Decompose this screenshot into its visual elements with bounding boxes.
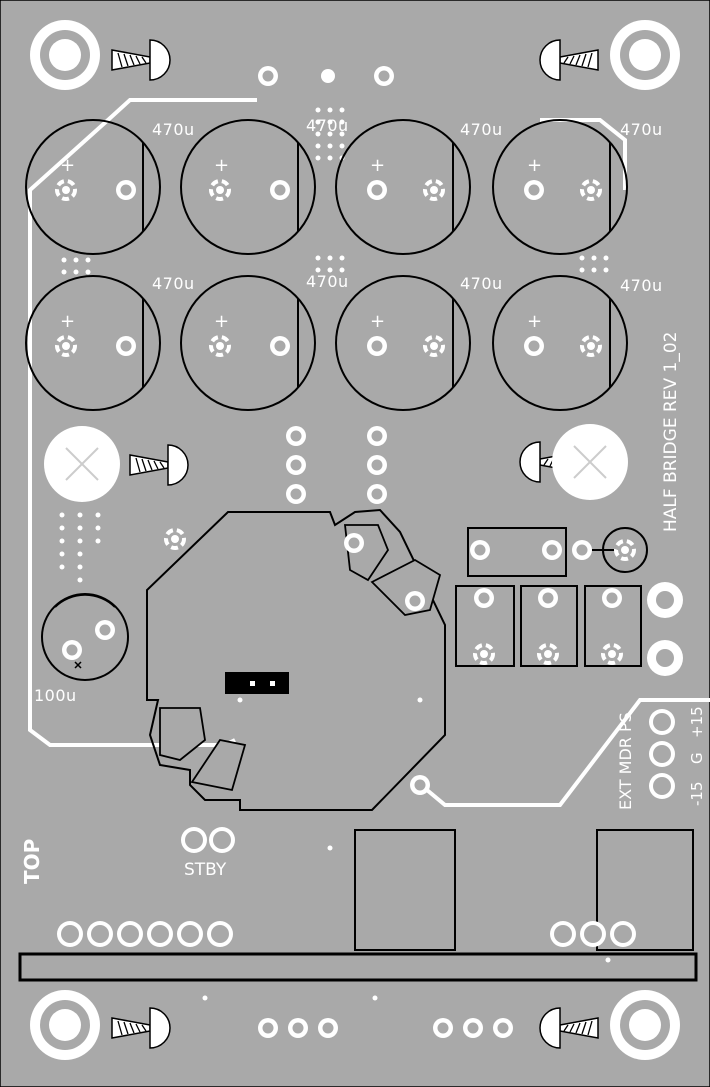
resistor-outline bbox=[455, 585, 515, 667]
capacitor-value-label: 470u bbox=[620, 276, 663, 295]
pad bbox=[410, 775, 430, 795]
pin-header-right bbox=[550, 921, 636, 947]
pad bbox=[286, 484, 306, 504]
pad bbox=[542, 540, 562, 560]
pad bbox=[602, 588, 622, 608]
capacitor-value-label: 470u bbox=[460, 274, 503, 293]
mount-hole-top-left bbox=[30, 20, 100, 90]
connector-outline bbox=[354, 829, 456, 951]
pad bbox=[572, 540, 592, 560]
pad bbox=[258, 1018, 278, 1038]
ext-ps-pin bbox=[649, 773, 675, 799]
via bbox=[321, 69, 335, 83]
stby-pin bbox=[181, 827, 207, 853]
capacitor-value-label: 470u bbox=[306, 116, 349, 135]
layer-label: TOP bbox=[20, 838, 44, 884]
pad bbox=[367, 426, 387, 446]
pad bbox=[258, 66, 278, 86]
polarity-mark: + bbox=[60, 155, 76, 176]
pad bbox=[367, 484, 387, 504]
pin-label-plus: +15 bbox=[688, 706, 706, 738]
via-grid bbox=[59, 107, 611, 1001]
pad bbox=[374, 66, 394, 86]
resistor-outline bbox=[584, 585, 642, 667]
pad bbox=[474, 588, 494, 608]
pad bbox=[344, 533, 364, 553]
board-title: HALF BRIDGE REV 1_02 bbox=[661, 331, 681, 533]
polarity-mark: + bbox=[527, 155, 543, 176]
capacitor-100u bbox=[41, 593, 129, 681]
pad bbox=[433, 1018, 453, 1038]
pad bbox=[286, 426, 306, 446]
pin-label-ground: G bbox=[688, 752, 706, 764]
pin-label-minus: -15 bbox=[688, 781, 706, 807]
heatsink-outline bbox=[146, 508, 446, 811]
pad bbox=[463, 1018, 483, 1038]
jumper-block bbox=[225, 672, 289, 694]
polarity-mark: + bbox=[527, 311, 543, 332]
ext-ps-label: EXT MDR PS bbox=[616, 712, 635, 810]
cross-pad-left bbox=[44, 426, 120, 502]
ext-ps-pin bbox=[649, 709, 675, 735]
pad bbox=[367, 455, 387, 475]
stby-pin bbox=[209, 827, 235, 853]
capacitor-value-label: 100u bbox=[34, 686, 77, 705]
cross-pad-right bbox=[552, 424, 628, 500]
polarity-mark: + bbox=[370, 155, 386, 176]
polarity-mark: + bbox=[214, 311, 230, 332]
board-edge-strip bbox=[18, 952, 698, 982]
pad bbox=[538, 588, 558, 608]
polarity-mark: + bbox=[214, 155, 230, 176]
capacitor-value-label: 470u bbox=[460, 120, 503, 139]
mount-hole-bottom-left bbox=[30, 990, 100, 1060]
pad bbox=[493, 1018, 513, 1038]
ext-ps-pin bbox=[649, 741, 675, 767]
resistor-outline bbox=[467, 527, 567, 577]
pad bbox=[288, 1018, 308, 1038]
polarity-mark: + bbox=[370, 311, 386, 332]
polarity-mark: + bbox=[60, 311, 76, 332]
pad bbox=[405, 591, 425, 611]
capacitor-value-label: 470u bbox=[152, 274, 195, 293]
capacitor-value-label: 470u bbox=[306, 272, 349, 291]
stby-label: STBY bbox=[184, 860, 227, 880]
pad bbox=[318, 1018, 338, 1038]
capacitor-value-label: 470u bbox=[620, 120, 663, 139]
resistor-outline bbox=[520, 585, 578, 667]
pad bbox=[470, 540, 490, 560]
mount-hole-top-right bbox=[610, 20, 680, 90]
pad bbox=[286, 455, 306, 475]
connector-outline bbox=[596, 829, 694, 951]
mount-hole-bottom-right bbox=[610, 990, 680, 1060]
capacitor-value-label: 470u bbox=[152, 120, 195, 139]
